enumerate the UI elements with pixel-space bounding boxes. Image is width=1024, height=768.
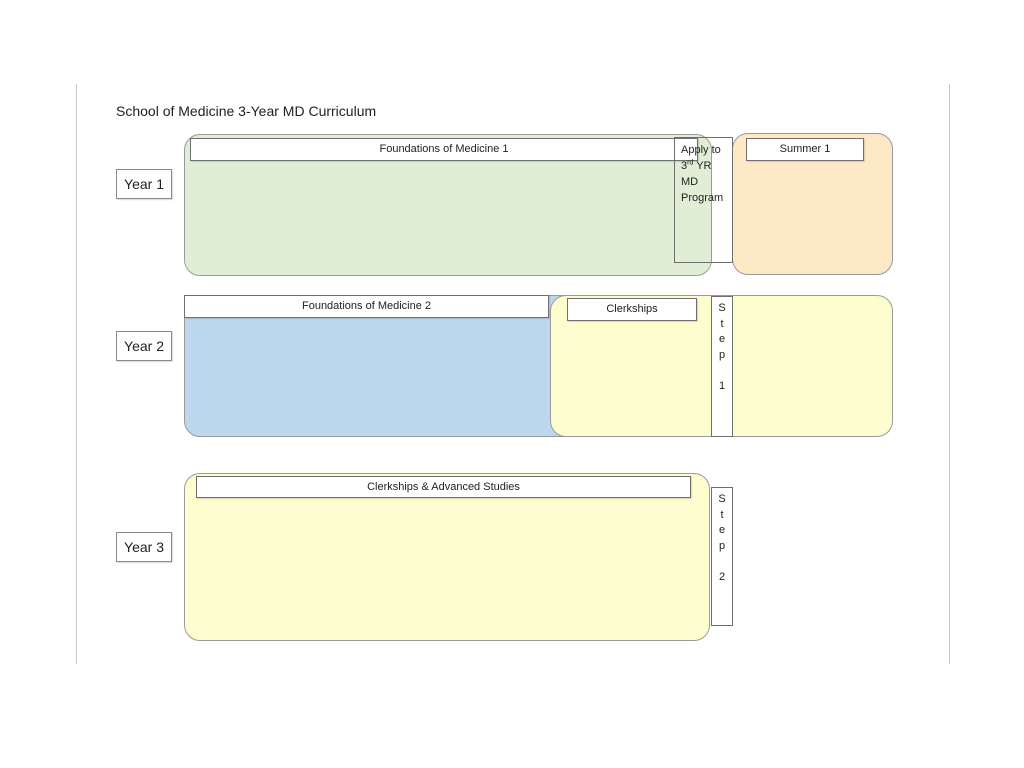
- step-2-bar: [711, 487, 733, 626]
- step-letter: 1: [718, 379, 726, 392]
- clerkships-header: Clerkships: [567, 298, 697, 321]
- year-3-label: Year 3: [116, 532, 172, 562]
- apply-line-2-number: 3: [681, 160, 688, 172]
- apply-line-2-rest: YR: [693, 160, 712, 172]
- foundations-of-medicine-2-header: Foundations of Medicine 2: [184, 295, 549, 318]
- year-2-label: Year 2: [116, 331, 172, 361]
- step-letter: 2: [718, 570, 726, 583]
- apply-line-1: Apply to: [681, 144, 721, 156]
- diagram-title: School of Medicine 3-Year MD Curriculum: [116, 103, 377, 119]
- page-rule-right: [949, 84, 950, 664]
- apply-to-3yr-program-box: [674, 137, 733, 263]
- step-1-bar: [711, 296, 733, 437]
- apply-line-4: Program: [681, 192, 724, 204]
- step-letter: S: [718, 302, 726, 314]
- step-letter: [716, 363, 728, 379]
- step-letter: p: [718, 539, 726, 552]
- summer-1-header: Summer 1: [746, 138, 864, 161]
- step-letter: t: [720, 317, 724, 330]
- apply-line-3: MD: [681, 176, 699, 188]
- step-letter: e: [718, 333, 726, 345]
- apply-line-2-suffix: rd: [687, 159, 694, 167]
- step-letter: p: [718, 348, 726, 361]
- apply-to-3yr-program-text: Apply to 3rd YR MD Program: [681, 142, 733, 206]
- foundations-of-medicine-1-header: Foundations of Medicine 1: [190, 138, 698, 161]
- step-letter: S: [718, 493, 726, 505]
- year-1-label: Year 1: [116, 169, 172, 199]
- apply-line-2: 3rd YR: [681, 158, 733, 174]
- step-letter: [716, 554, 728, 570]
- step-letter: t: [720, 508, 724, 521]
- page-rule-left: [76, 84, 77, 664]
- clerkships-advanced-studies-header: Clerkships & Advanced Studies: [196, 476, 691, 498]
- clerkships-advanced-studies-block: [184, 473, 710, 641]
- step-letter: e: [718, 524, 726, 536]
